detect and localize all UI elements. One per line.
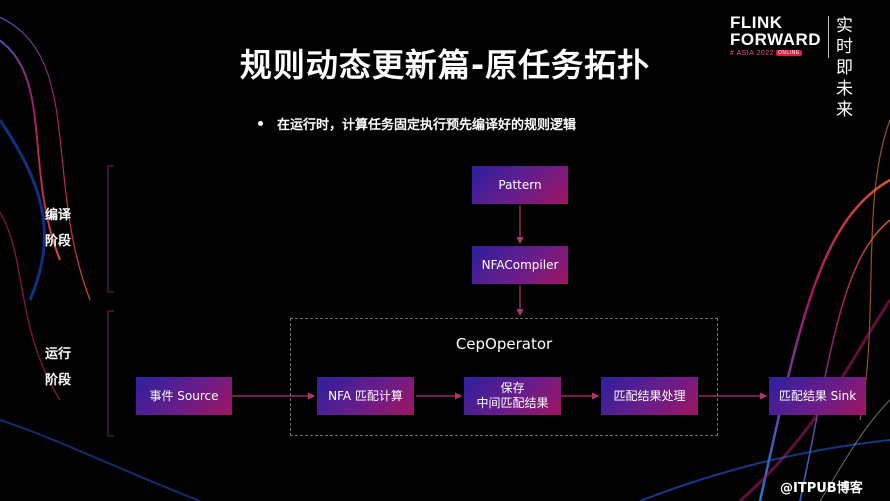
- node-save-intermediate: 保存 中间匹配结果: [464, 377, 561, 415]
- cep-operator-container: [290, 318, 718, 436]
- logo-line1: FLINK: [730, 13, 783, 32]
- bullet-dot: [258, 121, 263, 126]
- node-pattern-label: Pattern: [498, 177, 542, 192]
- node-save-line1: 保存: [500, 381, 525, 395]
- bracket-compile: [107, 165, 114, 293]
- node-pattern: Pattern: [472, 166, 568, 204]
- phase-compile-line2: 阶段: [45, 234, 72, 249]
- node-result-sink-label: 匹配结果 Sink: [778, 388, 857, 403]
- phase-runtime-line2: 阶段: [45, 373, 72, 388]
- cep-operator-label: CepOperator: [455, 335, 553, 353]
- logo-chinese-slogan: 实时即未来: [836, 16, 853, 120]
- phase-runtime-line1: 运行: [45, 347, 72, 362]
- bullet-text: 在运行时，计算任务固定执行预先编译好的规则逻辑: [277, 118, 577, 133]
- node-nfa-compiler-label: NFACompiler: [481, 257, 559, 272]
- node-nfa-match: NFA 匹配计算: [317, 377, 414, 415]
- bullet-point: 在运行时，计算任务固定执行预先编译好的规则逻辑: [258, 114, 576, 133]
- node-result-sink: 匹配结果 Sink: [769, 377, 866, 415]
- node-event-source-label: 事件 Source: [149, 388, 219, 403]
- node-result-process: 匹配结果处理: [601, 377, 698, 415]
- phase-runtime: 运行 阶段: [45, 342, 71, 394]
- logo-divider: [828, 16, 829, 58]
- node-save-line2: 中间匹配结果: [476, 396, 549, 410]
- bracket-runtime: [107, 310, 114, 437]
- watermark: @ITPUB博客: [780, 481, 863, 496]
- logo-line2: FORWARD: [730, 30, 822, 49]
- logo-asia-text: # ASIA 2022: [730, 50, 775, 57]
- phase-compile: 编译 阶段: [45, 203, 71, 255]
- phase-compile-line1: 编译: [45, 208, 72, 223]
- node-nfa-match-label: NFA 匹配计算: [328, 388, 403, 403]
- node-event-source: 事件 Source: [136, 377, 232, 415]
- node-nfa-compiler: NFACompiler: [472, 246, 568, 284]
- node-result-process-label: 匹配结果处理: [613, 388, 686, 403]
- online-badge: ONLINE: [776, 50, 802, 57]
- slide-title: 规则动态更新篇-原任务拓扑: [239, 46, 651, 84]
